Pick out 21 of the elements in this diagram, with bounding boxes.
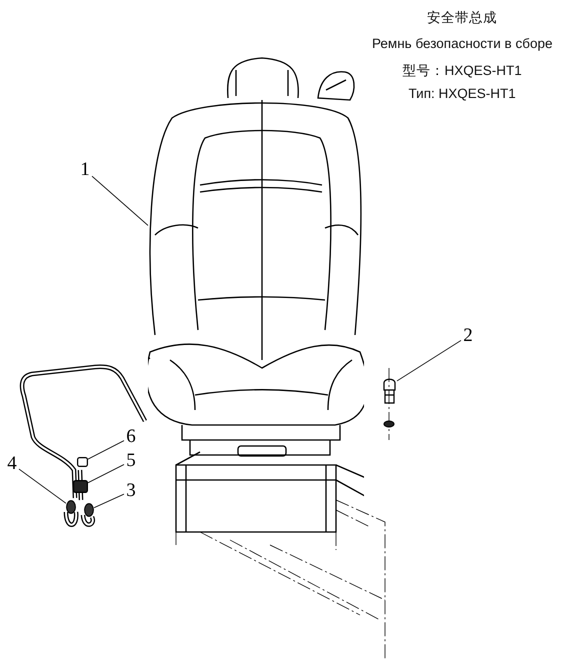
callout-number: 4 [5,455,19,473]
nut-drawing [84,503,94,517]
callout-number: 6 [124,428,138,446]
callout-number: 3 [124,482,138,500]
nut-drawing [66,500,76,514]
leader-line [94,494,124,508]
leader-line [88,464,124,484]
bolt-drawing [382,376,397,406]
callout-number: 5 [124,452,138,470]
model-text: 型号：HXQES-HT1 [402,63,522,79]
model-text: Тип: HXQES-HT1 [408,86,516,102]
title-text: 安全带总成 [427,10,497,26]
leader-line [88,440,124,460]
leader-line [396,340,462,382]
callout-number: 1 [78,161,92,179]
nut-drawing [77,457,88,467]
clamp-drawing [73,480,88,493]
callout-number: 2 [461,327,475,345]
leader-line [92,176,148,226]
title-text: Ремнь безопасности в сборе [372,36,552,52]
leader-line [18,468,66,504]
